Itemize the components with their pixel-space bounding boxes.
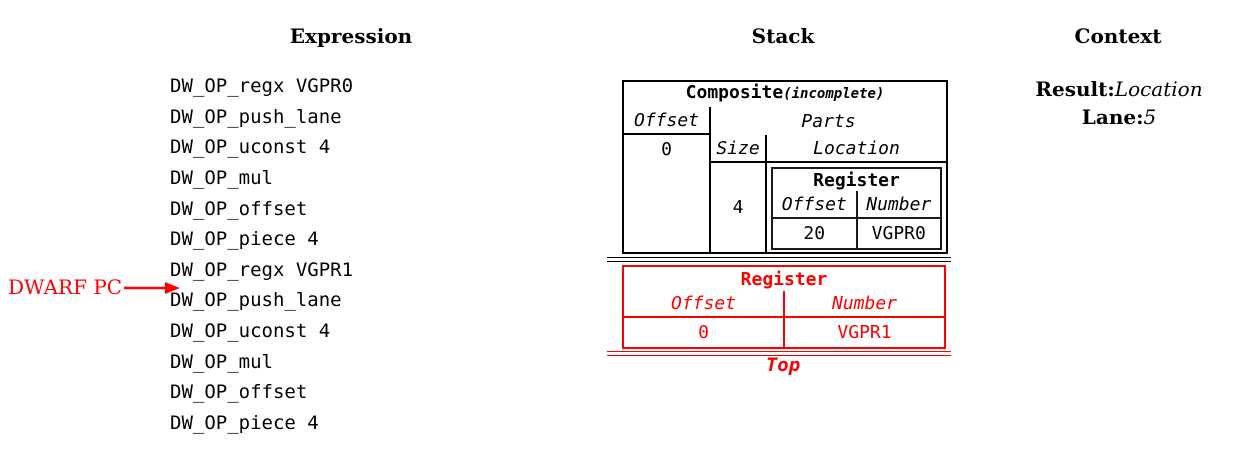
part-register-offset-header: Offset [773, 191, 856, 219]
context-result-value: Location [1114, 77, 1203, 101]
top-register-number-column: Number VGPR1 [785, 291, 944, 347]
stack-entry-register-top: Register Offset 0 Number VGPR1 [622, 265, 946, 349]
composite-offset-header: Offset [624, 107, 709, 135]
part-register-table: Register Offset 20 Number VGPR0 [771, 167, 942, 250]
part-size-column: Size 4 [711, 135, 767, 252]
dwarf-pc-marker: DWARF PC [8, 275, 181, 299]
top-register-number-value: VGPR1 [837, 322, 892, 343]
expression-column-title: Expression [289, 24, 413, 48]
expression-op: DW_OP_uconst 4 [170, 136, 331, 159]
expression-op: DW_OP_mul [170, 167, 273, 190]
top-register-title: Register [740, 268, 828, 290]
part-size-value: 4 [732, 197, 744, 218]
expression-op: DW_OP_piece 4 [170, 228, 319, 251]
top-register-offset-value: 0 [698, 322, 709, 343]
stack-top-label: Top [765, 354, 801, 376]
context-column-title: Context [1074, 24, 1162, 48]
part-location-body: Register Offset 20 Number VGPR0 [767, 163, 946, 252]
expression-op: DW_OP_regx VGPR0 [170, 75, 354, 98]
context-result-label: Result: [1035, 77, 1115, 101]
expression-op: DW_OP_push_lane [170, 289, 342, 312]
composite-title: Composite [685, 82, 784, 103]
context-lane-line: Lane:5 [969, 106, 1241, 128]
part-register-number-value: VGPR0 [871, 223, 926, 244]
top-register-number-header: Number [785, 291, 944, 318]
composite-parts-header: Parts [801, 110, 856, 132]
expression-op: DW_OP_piece 4 [170, 411, 319, 434]
part-register-title: Register [813, 169, 900, 191]
composite-parts-column: Parts Size 4 Location Register [711, 107, 946, 252]
composite-offset-column: Offset 0 [624, 107, 711, 252]
expression-op: DW_OP_mul [170, 350, 273, 373]
composite-title-row: Composite(incomplete) [624, 82, 946, 107]
top-register-body: Offset 0 Number VGPR1 [624, 291, 944, 347]
top-register-offset-column: Offset 0 [624, 291, 785, 347]
composite-parts-body: Size 4 Location Register Offset [711, 135, 946, 252]
right-arrow-icon [124, 281, 181, 294]
stack-entry-composite: Composite(incomplete) Offset 0 Parts Siz… [622, 80, 948, 254]
part-register-offset-value: 20 [803, 223, 826, 244]
stack-entry-separator [607, 257, 951, 262]
expression-op-list: DW_OP_regx VGPR0 DW_OP_push_lane DW_OP_u… [170, 71, 353, 438]
composite-incomplete-tag: (incomplete) [783, 86, 885, 102]
part-register-offset-column: Offset 20 [773, 191, 858, 248]
part-location-header: Location [767, 135, 946, 163]
part-register-body: Offset 20 Number VGPR0 [773, 191, 940, 248]
context-lane-label: Lane: [1081, 105, 1144, 129]
part-register-number-header: Number [857, 191, 940, 219]
expression-op: DW_OP_offset [170, 381, 308, 404]
expression-op: DW_OP_offset [170, 197, 308, 220]
part-size-header: Size [711, 135, 765, 163]
expression-op: DW_OP_regx VGPR1 [170, 258, 354, 281]
top-register-offset-header: Offset [624, 291, 783, 318]
composite-offset-value: 0 [661, 138, 672, 160]
dwarf-pc-label: DWARF PC [8, 275, 123, 299]
expression-op: DW_OP_uconst 4 [170, 320, 331, 343]
part-location-column: Location Register Offset 20 [767, 135, 946, 252]
context-result-line: Result:Location [969, 78, 1241, 100]
expression-op: DW_OP_push_lane [170, 105, 342, 128]
context-lane-value: 5 [1143, 105, 1157, 129]
part-register-number-column: Number VGPR0 [857, 191, 940, 248]
stack-top-separator [607, 351, 951, 356]
composite-body: Offset 0 Parts Size 4 Location Re [624, 107, 946, 252]
stack-column-title: Stack [751, 24, 815, 48]
